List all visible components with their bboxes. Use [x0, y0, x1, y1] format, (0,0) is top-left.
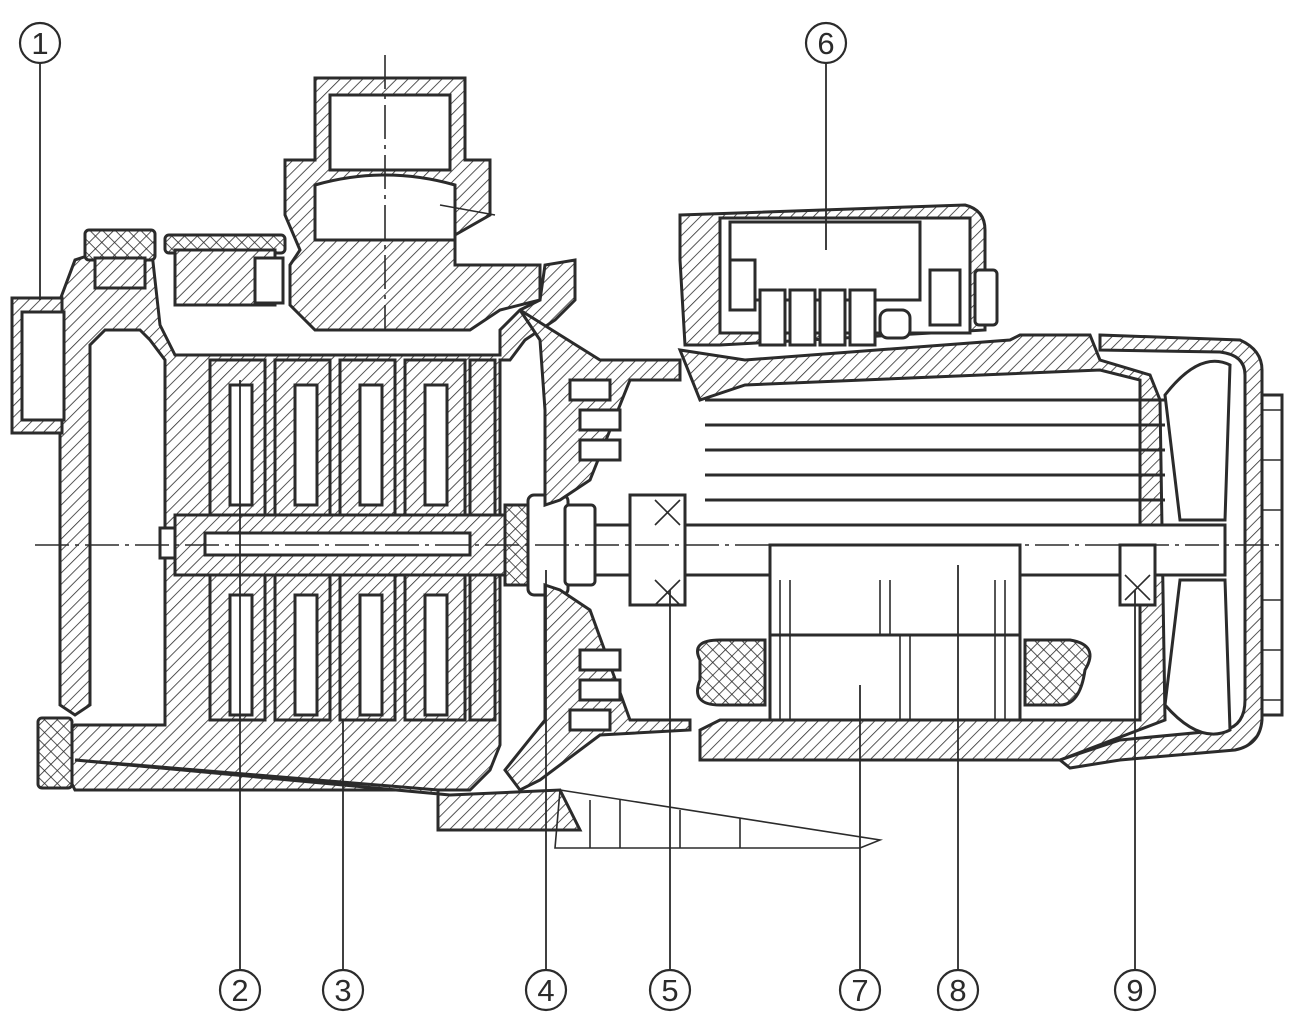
pump-base — [74, 758, 583, 832]
callout-4: 4 — [524, 968, 568, 1012]
motor — [593, 203, 1284, 770]
winding-right — [1023, 638, 1092, 707]
svg-text:2: 2 — [231, 973, 248, 1008]
callout-6: 6 — [804, 21, 848, 65]
callouts: 1 2 3 4 5 6 — [18, 21, 1157, 1012]
stator — [768, 633, 1022, 722]
winding-left — [696, 638, 767, 707]
svg-text:7: 7 — [851, 973, 868, 1008]
priming-plug — [83, 228, 157, 262]
front-bearing — [628, 493, 687, 607]
svg-text:3: 3 — [334, 973, 351, 1008]
callout-5: 5 — [648, 968, 692, 1012]
svg-text:1: 1 — [31, 26, 48, 61]
callout-7: 7 — [838, 968, 882, 1012]
svg-text:8: 8 — [949, 973, 966, 1008]
callout-3: 3 — [321, 968, 365, 1012]
callout-1: 1 — [18, 21, 62, 65]
svg-text:5: 5 — [661, 973, 678, 1008]
callout-8: 8 — [936, 968, 980, 1012]
motor-bracket — [503, 308, 692, 792]
svg-text:4: 4 — [537, 973, 554, 1008]
svg-text:6: 6 — [817, 26, 834, 61]
rotor — [768, 543, 1022, 637]
callout-9: 9 — [1113, 968, 1157, 1012]
cooling-fan — [1163, 359, 1232, 522]
fan-cover — [1056, 333, 1264, 770]
svg-text:9: 9 — [1126, 973, 1143, 1008]
drain-plug — [36, 716, 74, 790]
callout-2: 2 — [218, 968, 262, 1012]
